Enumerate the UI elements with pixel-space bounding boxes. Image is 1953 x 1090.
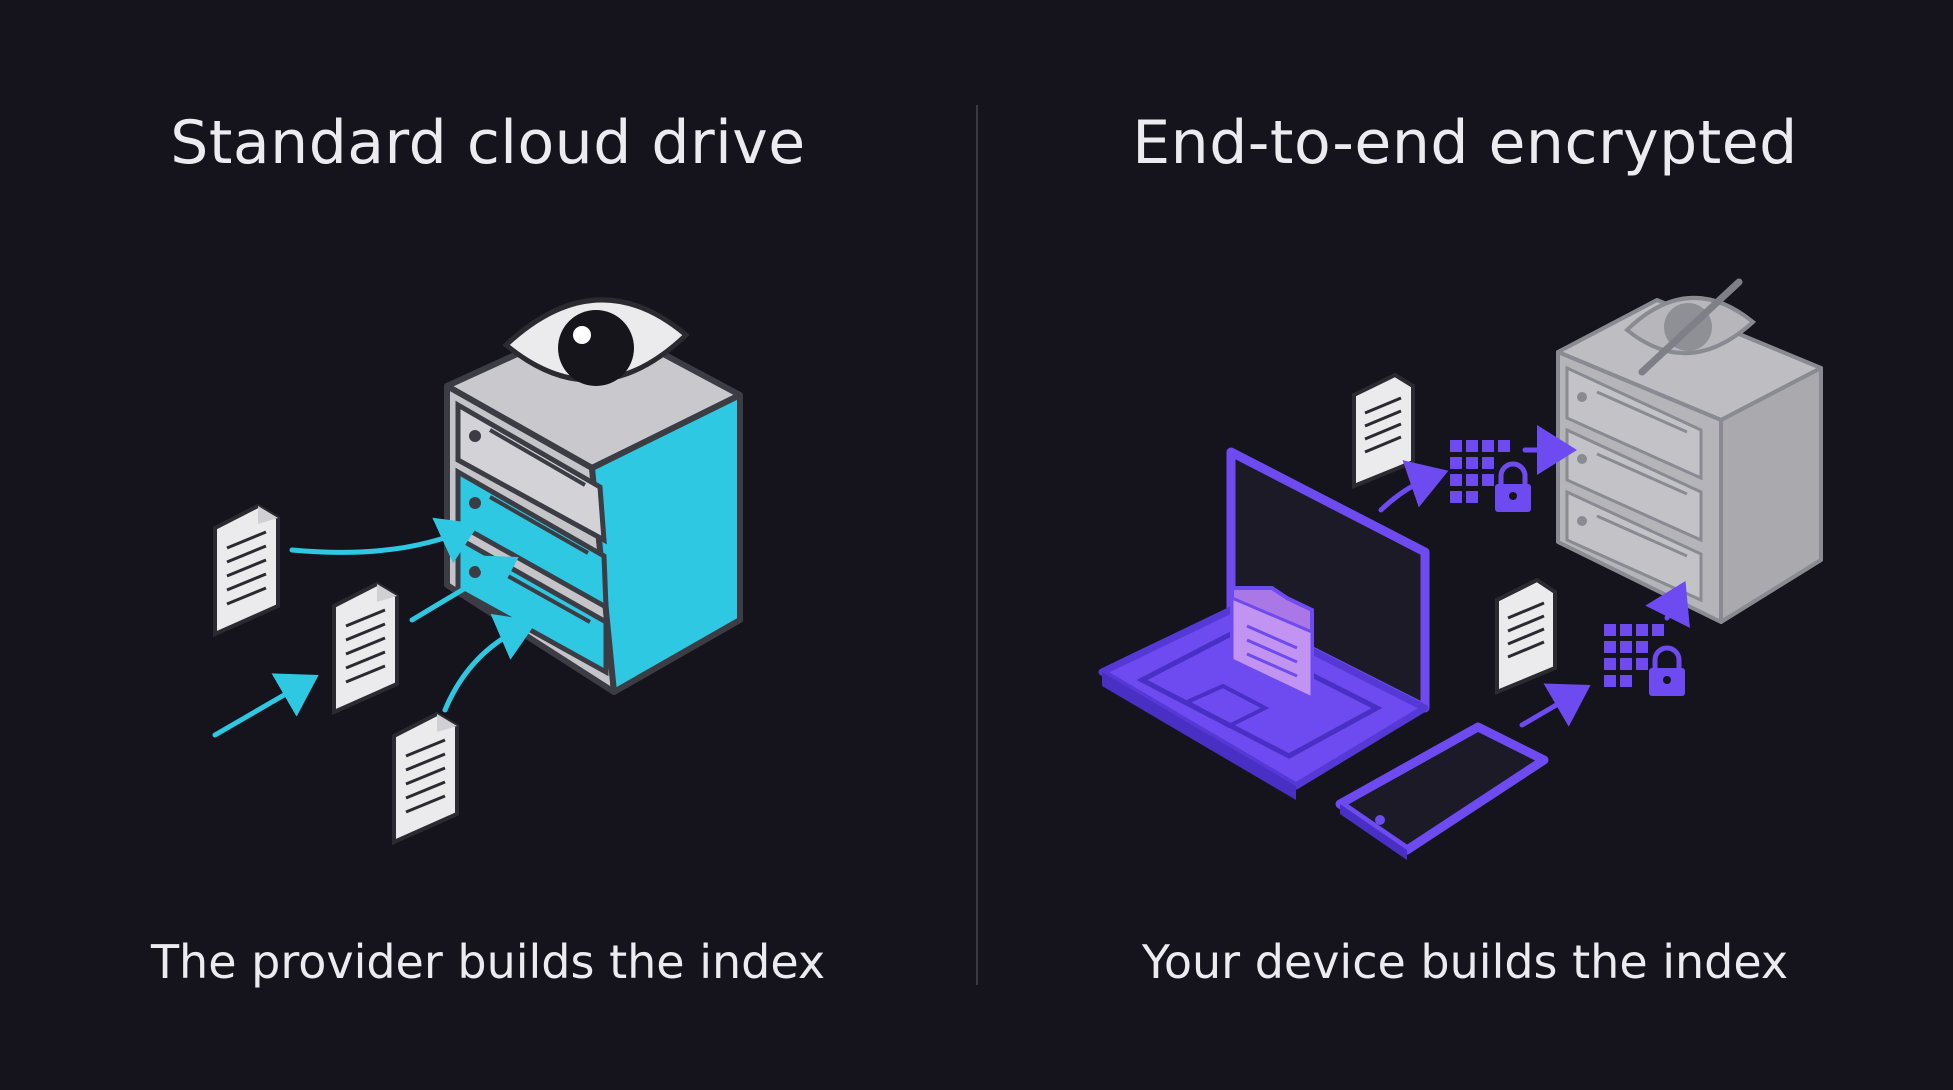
phone-icon <box>1335 722 1549 860</box>
document-icon <box>392 711 459 846</box>
panel-standard-cloud: Standard cloud drive The provider builds… <box>0 0 976 1090</box>
panel-e2e-encrypted: End-to-end encrypted Your device builds … <box>977 0 1953 1090</box>
eye-off-icon <box>1623 278 1757 376</box>
server-icon <box>1556 298 1823 624</box>
encrypted-data-upper <box>1450 440 1510 503</box>
left-caption: The provider builds the index <box>150 935 826 989</box>
right-caption: Your device builds the index <box>1141 935 1789 989</box>
arrow-icon <box>1378 425 1690 728</box>
document-icon <box>213 503 280 638</box>
right-title: End-to-end encrypted <box>1132 108 1798 178</box>
laptop-icon <box>1098 447 1430 800</box>
folder-icon <box>1230 586 1314 702</box>
lock-icon <box>1495 461 1531 512</box>
document-icon <box>1495 577 1557 695</box>
panel-divider <box>976 105 978 985</box>
document-icon <box>1352 372 1415 489</box>
right-illustration <box>1098 278 1823 860</box>
document-icon <box>332 581 399 716</box>
eye-icon <box>502 297 690 386</box>
lock-icon <box>1649 645 1685 696</box>
left-illustration <box>212 297 743 846</box>
arrow-icon <box>212 517 538 738</box>
left-title: Standard cloud drive <box>170 108 806 178</box>
